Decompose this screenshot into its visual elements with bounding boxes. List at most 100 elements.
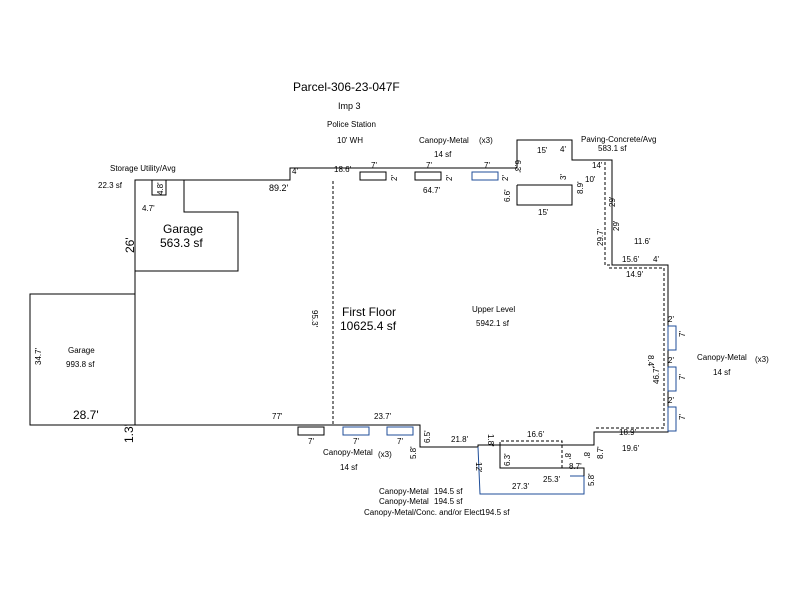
- dim-label: 15.6': [622, 255, 640, 264]
- dim-label: 4': [292, 167, 298, 176]
- garage-top-outline: [134, 180, 239, 272]
- storage-outline: [151, 179, 167, 196]
- lower-canopy-2-area: 194.5 sf: [434, 497, 463, 506]
- dim-label: 8': [563, 453, 572, 459]
- dim-label: 6.6': [503, 189, 512, 202]
- canopy-right-1: [667, 325, 677, 351]
- dim-label: 7': [678, 331, 687, 337]
- dim-label: 2': [501, 175, 510, 181]
- first-floor-label: First Floor: [342, 305, 396, 319]
- canopy-bottom-2: [342, 426, 370, 436]
- canopy-right-area: 14 sf: [713, 368, 731, 377]
- canopy-top-3: [471, 171, 499, 181]
- lower-canopy-1-label: Canopy-Metal: [379, 487, 429, 496]
- canopy-bottom-3: [386, 426, 414, 436]
- paving-label: Paving-Concrete/Avg: [581, 135, 657, 144]
- canopy-top-1: [359, 171, 387, 181]
- dim-label: 5.8': [587, 473, 596, 486]
- canopy-bottom-area: 14 sf: [340, 463, 358, 472]
- dotted-bump: [499, 440, 563, 468]
- first-floor-area: 10625.4 sf: [340, 319, 397, 333]
- dim-label: 95.3': [310, 310, 319, 328]
- dim-label: 29.7': [596, 228, 605, 246]
- dim-label: 7': [426, 161, 432, 170]
- upper-notch: [516, 184, 573, 206]
- dim-label: 8': [582, 452, 591, 458]
- dim-label: 4.8': [156, 182, 165, 195]
- dim-label: 4': [653, 255, 659, 264]
- dim-label: 14.9': [626, 270, 644, 279]
- lower-canopy-3-label: Canopy-Metal/Conc. and/or Elect: [364, 508, 482, 517]
- dim-label: 6.3': [513, 160, 522, 173]
- upper-level-outline: [332, 181, 478, 448]
- dim-label: 29': [612, 220, 621, 231]
- dim-label: 15': [537, 146, 548, 155]
- garage-left-area: 993.8 sf: [66, 360, 95, 369]
- dim-label: 1.3': [122, 424, 136, 443]
- dim-label: 7': [397, 437, 403, 446]
- dim-label: 3': [559, 174, 568, 180]
- lower-canopy-2-label: Canopy-Metal: [379, 497, 429, 506]
- dim-label: 8.9': [576, 181, 585, 194]
- dim-label: 7': [308, 437, 314, 446]
- dim-label: 11.6': [634, 237, 651, 246]
- lower-canopy-3-area: 194.5 sf: [481, 508, 510, 517]
- dim-label: 8.7': [569, 462, 582, 471]
- dim-label: 15': [538, 208, 549, 217]
- dim-label: 6.5': [423, 430, 432, 443]
- dim-label: 8.4': [646, 355, 655, 368]
- wall-height-label: 10' WH: [337, 136, 363, 145]
- dim-label: 7': [484, 161, 490, 170]
- garage-left-label: Garage: [68, 346, 95, 355]
- dim-label: 7': [678, 374, 687, 380]
- canopy-bottom-1: [297, 426, 325, 436]
- canopy-top-count: (x3): [479, 136, 493, 145]
- dim-label: 14': [592, 161, 603, 170]
- storage-label: Storage Utility/Avg: [110, 164, 176, 173]
- dim-label: 7': [353, 437, 359, 446]
- parcel-title: Parcel-306-23-047F: [293, 80, 400, 94]
- garage-left-dim-bottom: 28.7': [73, 408, 99, 422]
- dim-label: 89.2': [269, 183, 289, 193]
- lower-canopy-outline: [477, 446, 585, 495]
- garage-top-dim-side: 26': [123, 237, 137, 253]
- lower-canopy-1-area: 194.5 sf: [434, 487, 463, 496]
- dim-label: 19.6': [622, 444, 640, 453]
- dim-label: 2': [668, 396, 674, 405]
- dim-label: 7': [678, 414, 687, 420]
- dim-label: 18.6': [334, 165, 352, 174]
- occupancy-label: Police Station: [327, 120, 376, 129]
- dim-label: 2': [445, 175, 454, 181]
- dim-label: 6.3': [503, 453, 512, 466]
- garage-top-label: Garage: [163, 222, 204, 236]
- dim-label: 29': [608, 196, 617, 207]
- dim-label: 5.8': [409, 446, 418, 459]
- dim-label: 4.7': [142, 204, 155, 213]
- dim-label: 21.8': [451, 435, 469, 444]
- canopy-bottom-count: (x3): [378, 450, 392, 459]
- garage-left-dim-side: 34.7': [34, 347, 43, 365]
- garage-top-area: 563.3 sf: [160, 236, 203, 250]
- dim-label: 77': [272, 412, 283, 421]
- dim-label: 4': [560, 145, 566, 154]
- main-building-outline: [134, 139, 669, 448]
- canopy-right-2: [667, 366, 677, 392]
- dim-label: 12': [474, 462, 483, 473]
- canopy-top-2: [414, 171, 442, 181]
- paving-area: 583.1 sf: [598, 144, 627, 153]
- upper-level-right: [594, 267, 665, 429]
- imp-label: Imp 3: [338, 101, 361, 111]
- storage-area: 22.3 sf: [98, 181, 123, 190]
- canopy-bottom-label: Canopy-Metal: [323, 448, 373, 457]
- upper-level-area: 5942.1 sf: [476, 319, 509, 328]
- lower-inner: [499, 445, 585, 476]
- dim-label: 1.8': [486, 434, 495, 447]
- canopy-top-area: 14 sf: [434, 150, 452, 159]
- dim-label: 64.7': [423, 186, 441, 195]
- dim-label: 2': [668, 315, 674, 324]
- paving-outline: [572, 159, 612, 266]
- dim-label: 2': [668, 356, 674, 365]
- dim-label: 18.9': [619, 428, 637, 437]
- dim-label: 7': [371, 161, 377, 170]
